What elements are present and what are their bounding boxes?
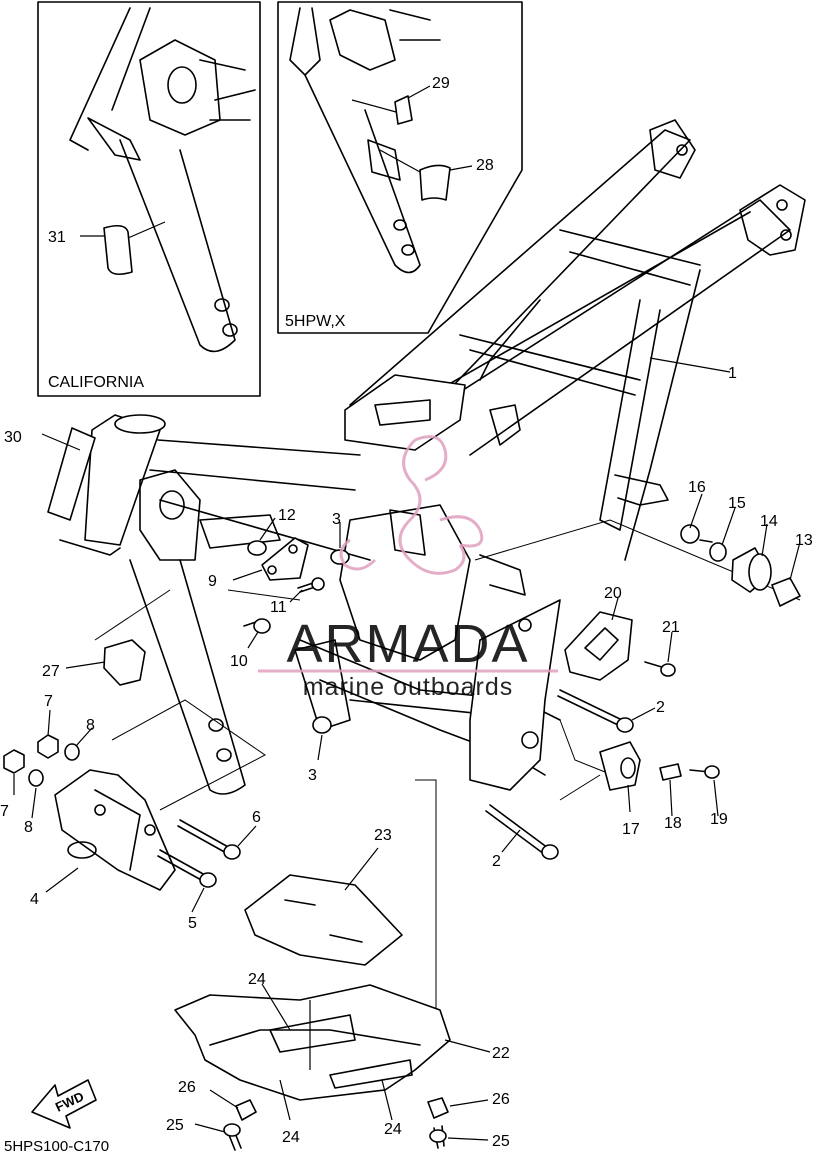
callout-22: 22: [492, 1045, 510, 1062]
callout-9: 9: [208, 573, 217, 590]
callout-3: 3: [308, 767, 317, 784]
callout-1: 1: [728, 365, 737, 382]
watermark-logo: ARMADA marine outboards: [258, 435, 558, 701]
callout-20: 20: [604, 585, 622, 602]
fwd-arrow: [31, 1079, 97, 1129]
inset-5hpwx-border: [277, 1, 523, 334]
callout-10: 10: [230, 653, 248, 670]
callout-16: 16: [688, 479, 706, 496]
callout-7: 7: [0, 803, 9, 820]
callout-14: 14: [760, 513, 778, 530]
callout-25: 25: [166, 1117, 184, 1134]
callout-26: 26: [492, 1091, 510, 1108]
parts-group: [3, 427, 801, 1151]
callout-labels: 1 2 2 3 3 4 5 6 7 7 8 8 9 10 11 12 13 14…: [0, 365, 813, 1150]
inset-5hpwx: 29 28 5HPW,X: [277, 1, 523, 334]
callout-12: 12: [278, 507, 296, 524]
callout-29: 29: [432, 75, 450, 92]
leader-lines: [13, 357, 801, 1141]
main-frame: [59, 119, 806, 1040]
callout-3: 3: [332, 511, 341, 528]
callout-28: 28: [476, 157, 494, 174]
callout-13: 13: [795, 532, 813, 549]
inset-california: 31 CALIFORNIA: [37, 1, 261, 397]
callout-27: 27: [42, 663, 60, 680]
callout-6: 6: [252, 809, 261, 826]
callout-4: 4: [30, 891, 39, 908]
callout-17: 17: [622, 821, 640, 838]
callout-26: 26: [178, 1079, 196, 1096]
callout-2: 2: [656, 699, 665, 716]
callout-5: 5: [188, 915, 197, 932]
inset-california-border: [37, 1, 261, 397]
watermark-tagline: marine outboards: [303, 673, 514, 701]
callout-30: 30: [4, 429, 22, 446]
callout-7: 7: [44, 693, 53, 710]
watermark-wave-icon: [398, 438, 466, 575]
inset-california-caption: CALIFORNIA: [48, 374, 144, 391]
callout-18: 18: [664, 815, 682, 832]
inset-5hpwx-caption: 5HPW,X: [285, 313, 346, 330]
callout-2: 2: [492, 853, 501, 870]
callout-21: 21: [662, 619, 680, 636]
callout-8: 8: [86, 717, 95, 734]
diagram-code: 5HPS100-C170: [4, 1138, 109, 1155]
callout-24: 24: [248, 971, 266, 988]
callout-15: 15: [728, 495, 746, 512]
callout-24: 24: [282, 1129, 300, 1146]
callout-19: 19: [710, 811, 728, 828]
callout-11: 11: [270, 599, 287, 616]
watermark-brand: ARMADA: [286, 614, 529, 674]
callout-23: 23: [374, 827, 392, 844]
callout-25: 25: [492, 1133, 510, 1150]
callout-8: 8: [24, 819, 33, 836]
callout-24: 24: [384, 1121, 402, 1138]
callout-31: 31: [48, 229, 66, 246]
